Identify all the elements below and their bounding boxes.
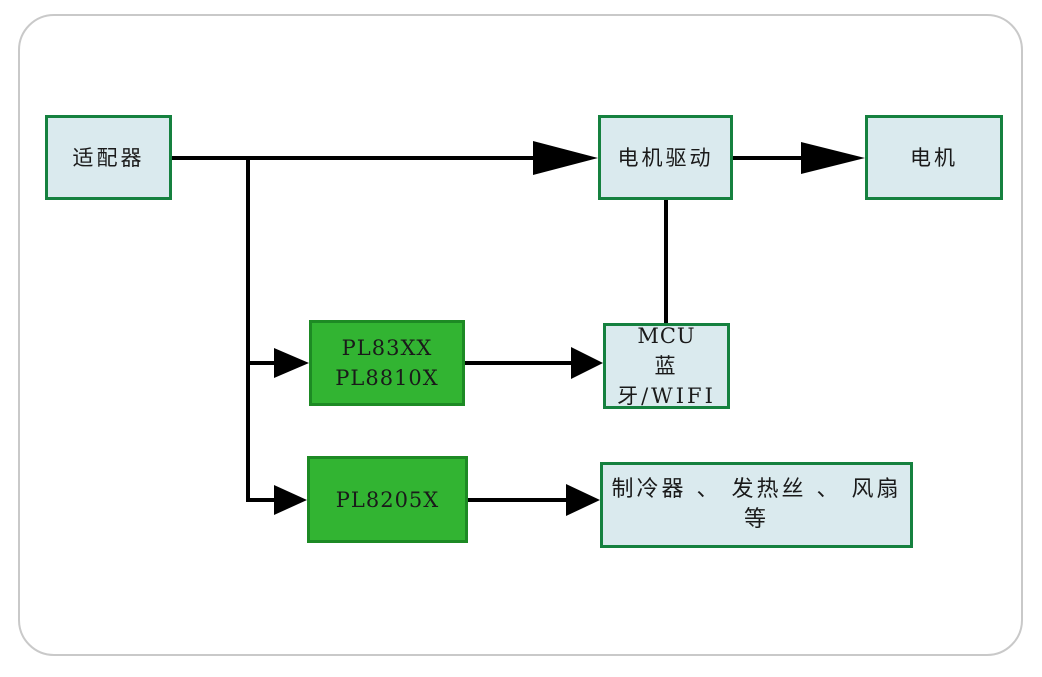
node-pl83xx-line2: PL8810X: [335, 366, 439, 390]
node-pl83xx: PL83XX PL8810X: [309, 320, 465, 406]
node-mcu: MCU 蓝牙/WIFI: [603, 323, 730, 409]
node-loads: 制冷器 、 发热丝 、 风扇等: [600, 462, 913, 548]
node-pl83xx-line1: PL83XX: [341, 336, 433, 360]
node-mcu-line2: 蓝牙/WIFI: [617, 354, 716, 408]
diagram-frame: [18, 14, 1023, 656]
node-pl8205x: PL8205X: [307, 456, 468, 543]
node-adapter: 适配器: [45, 115, 172, 200]
node-pl8205x-label: PL8205X: [335, 487, 440, 512]
node-motor-drive-label: 电机驱动: [617, 145, 714, 170]
node-motor-drive: 电机驱动: [598, 115, 733, 200]
node-mcu-line1: MCU: [637, 324, 696, 348]
node-loads-label: 制冷器 、 发热丝 、 风扇等: [611, 477, 902, 532]
node-motor-label: 电机: [910, 145, 958, 170]
node-motor: 电机: [865, 115, 1003, 200]
node-adapter-label: 适配器: [72, 145, 145, 170]
